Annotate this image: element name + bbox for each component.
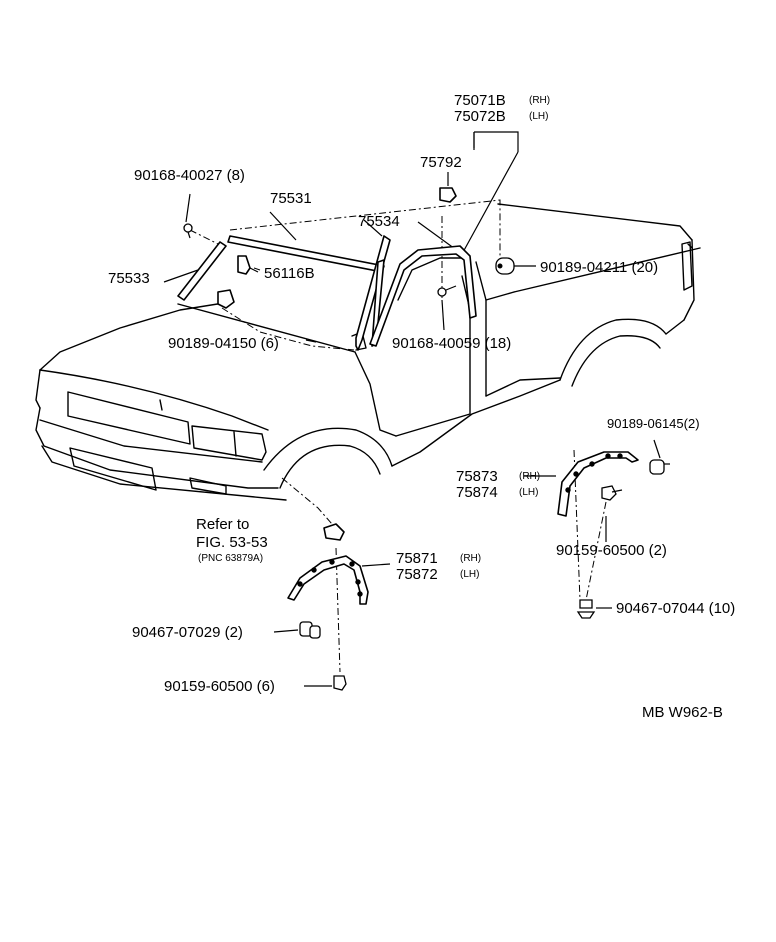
label-75871-side: (RH) xyxy=(460,553,481,564)
label-90189-04150: 90189-04150 (6) xyxy=(168,335,279,352)
label-refer-line1: Refer to xyxy=(196,516,249,533)
clip-90189-04211 xyxy=(495,257,515,275)
screw-90168-40059 xyxy=(437,285,457,297)
label-75533: 75533 xyxy=(108,270,150,287)
front-wheel-opening-moulding xyxy=(287,555,369,605)
label-56116b: 56116B xyxy=(264,265,315,282)
label-refer-line3: (PNC 63879A) xyxy=(198,553,263,564)
label-75871: 75871 xyxy=(396,550,438,567)
nut-90467-07044 xyxy=(576,599,596,619)
label-75071b: 75071B xyxy=(454,92,506,109)
clip-90467-07029 xyxy=(299,621,321,639)
front-moulding-clips xyxy=(297,559,363,597)
bolt-90189-06145 xyxy=(649,459,670,475)
truck-body-outline xyxy=(35,203,701,501)
clip-75792 xyxy=(439,187,457,203)
clip-refer xyxy=(323,523,345,541)
label-75872: 75872 xyxy=(396,566,438,583)
door-frame-moulding xyxy=(369,245,477,347)
screw-90168-40027 xyxy=(183,223,193,239)
screw-90159-60500-front xyxy=(333,675,347,691)
label-75534: 75534 xyxy=(358,213,400,230)
label-75792: 75792 xyxy=(420,154,462,171)
rear-wheel-opening-moulding xyxy=(557,451,639,517)
diagram-code: MB W962-B xyxy=(642,704,723,721)
label-75873: 75873 xyxy=(456,468,498,485)
label-90159-60500-6: 90159-60500 (6) xyxy=(164,678,275,695)
label-90467-07044: 90467-07044 (10) xyxy=(616,600,735,617)
label-75873-side: (RH) xyxy=(519,471,540,482)
pillar-moulding-left xyxy=(177,241,227,301)
label-90189-06145: 90189-06145(2) xyxy=(607,416,700,431)
pillar-moulding-right-inner xyxy=(371,259,385,347)
label-75872-side: (LH) xyxy=(460,569,479,580)
label-90168-40059: 90168-40059 (18) xyxy=(392,335,511,352)
label-75071b-side: (RH) xyxy=(529,95,550,106)
label-90159-60500-2: 90159-60500 (2) xyxy=(556,542,667,559)
label-90467-07029: 90467-07029 (2) xyxy=(132,624,243,641)
label-75531: 75531 xyxy=(270,190,312,207)
label-90168-40027: 90168-40027 (8) xyxy=(134,167,245,184)
screw-90159-60500-rear xyxy=(601,485,623,501)
label-refer-line2: FIG. 53-53 xyxy=(196,534,268,551)
label-75072b: 75072B xyxy=(454,108,506,125)
label-90189-04211: 90189-04211 (20) xyxy=(540,259,658,276)
label-75874-side: (LH) xyxy=(519,487,538,498)
rear-moulding-clips xyxy=(565,453,623,493)
label-75874: 75874 xyxy=(456,484,498,501)
clip-56116b xyxy=(237,255,251,275)
clip-90189-04150 xyxy=(217,289,235,309)
label-75072b-side: (LH) xyxy=(529,111,548,122)
callout-lines xyxy=(163,131,661,687)
